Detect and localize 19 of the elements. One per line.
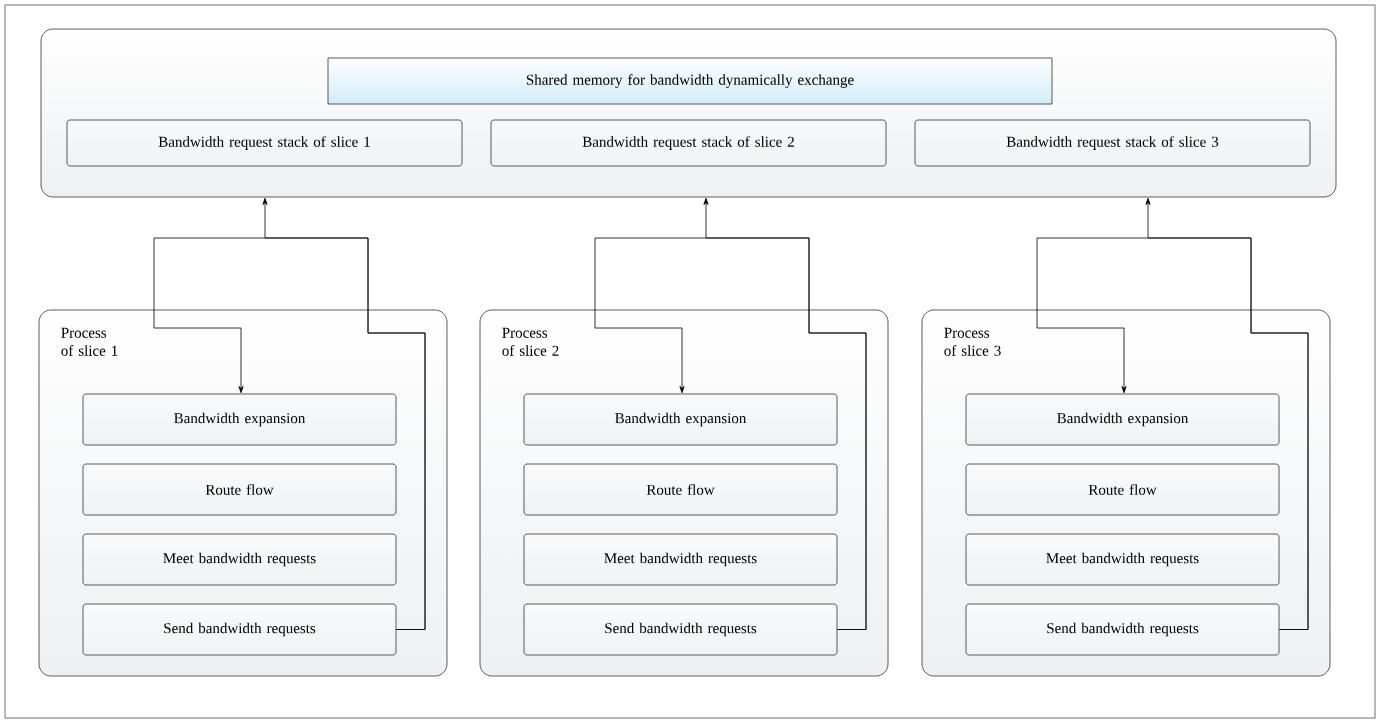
step-box: Bandwidth expansion — [523, 393, 838, 446]
arrow — [153, 237, 426, 630]
step-box: Route flow — [523, 463, 838, 516]
arrow — [1036, 237, 1309, 630]
step-box: Send bandwidth requests — [965, 603, 1280, 656]
stack-box: Bandwidth request stack of slice 3 — [914, 119, 1311, 167]
step-box: Route flow — [965, 463, 1280, 516]
step-box: Send bandwidth requests — [523, 603, 838, 656]
memory-box: Shared memory for bandwidth dynamically exchange — [327, 57, 1053, 105]
stack-box: Bandwidth request stack of slice 1 — [66, 119, 463, 167]
arrow — [594, 237, 867, 630]
step-box: Bandwidth expansion — [965, 393, 1280, 446]
stack-box: Bandwidth request stack of slice 2 — [490, 119, 887, 167]
step-box: Bandwidth expansion — [82, 393, 397, 446]
step-box: Send bandwidth requests — [82, 603, 397, 656]
step-box: Meet bandwidth requests — [965, 533, 1280, 586]
step-box: Meet bandwidth requests — [523, 533, 838, 586]
step-box: Meet bandwidth requests — [82, 533, 397, 586]
step-box: Route flow — [82, 463, 397, 516]
